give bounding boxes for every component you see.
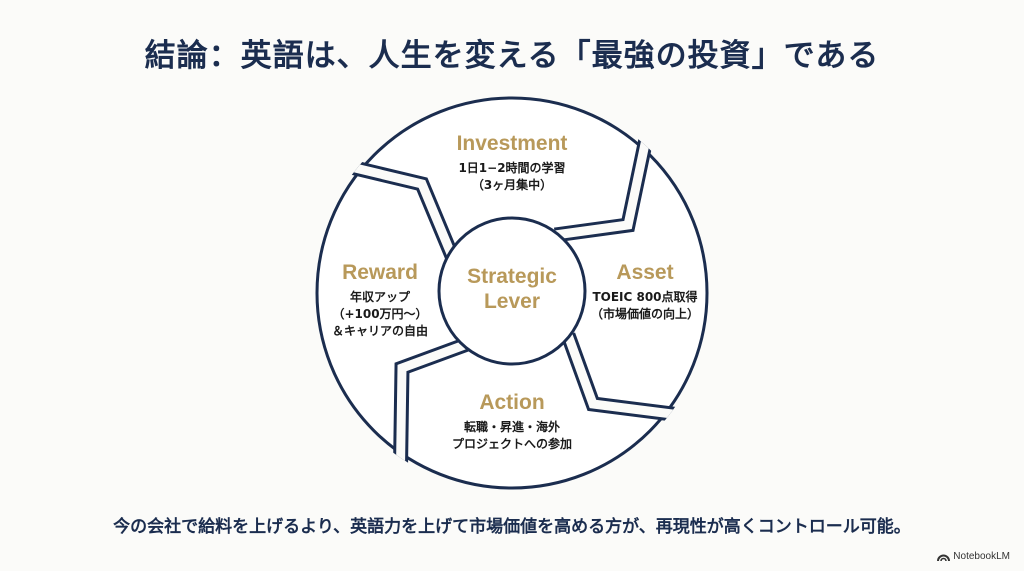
segment-text: ＆キャリアの自由 (331, 324, 429, 338)
center-label: Strategic Lever (467, 264, 557, 314)
brand-watermark: NotebookLM (937, 551, 1010, 562)
segment-text: TOEIC 800点取得 (592, 290, 698, 304)
segment-reward: Reward 年収アップ （+100万円〜） ＆キャリアの自由 (332, 261, 428, 340)
segment-heading: Action (479, 391, 545, 414)
segment-investment: Investment 1日1−2時間の学習 （3ヶ月集中） (457, 132, 568, 194)
segment-heading: Investment (456, 132, 568, 155)
segment-asset: Asset TOEIC 800点取得 （市場価値の向上） (591, 261, 699, 323)
center-line-2: Lever (483, 290, 541, 313)
segment-text: プロジェクトへの参加 (451, 437, 573, 451)
segment-text: 年収アップ (349, 290, 411, 304)
center-hub (437, 216, 587, 366)
brand-name: NotebookLM (953, 551, 1010, 562)
segment-heading: Reward (342, 261, 418, 284)
segment-action: Action 転職・昇進・海外 プロジェクトへの参加 (452, 391, 572, 453)
notebooklm-logo-icon (937, 554, 951, 561)
center-line-1: Strategic (467, 265, 557, 288)
segment-heading: Asset (616, 261, 674, 284)
segment-text: （+100万円〜） (332, 307, 428, 321)
segment-text: 転職・昇進・海外 (463, 420, 561, 434)
segment-text: 1日1−2時間の学習 (458, 161, 566, 175)
segment-text: （市場価値の向上） (590, 307, 700, 321)
segment-text: （3ヶ月集中） (471, 178, 553, 192)
page-title: 結論：英語は、人生を変える「最強の投資」である (144, 38, 880, 74)
conclusion-text: 今の会社で給料を上げるより、英語力を上げて市場価値を高める方が、再現性が高くコン… (113, 517, 911, 537)
